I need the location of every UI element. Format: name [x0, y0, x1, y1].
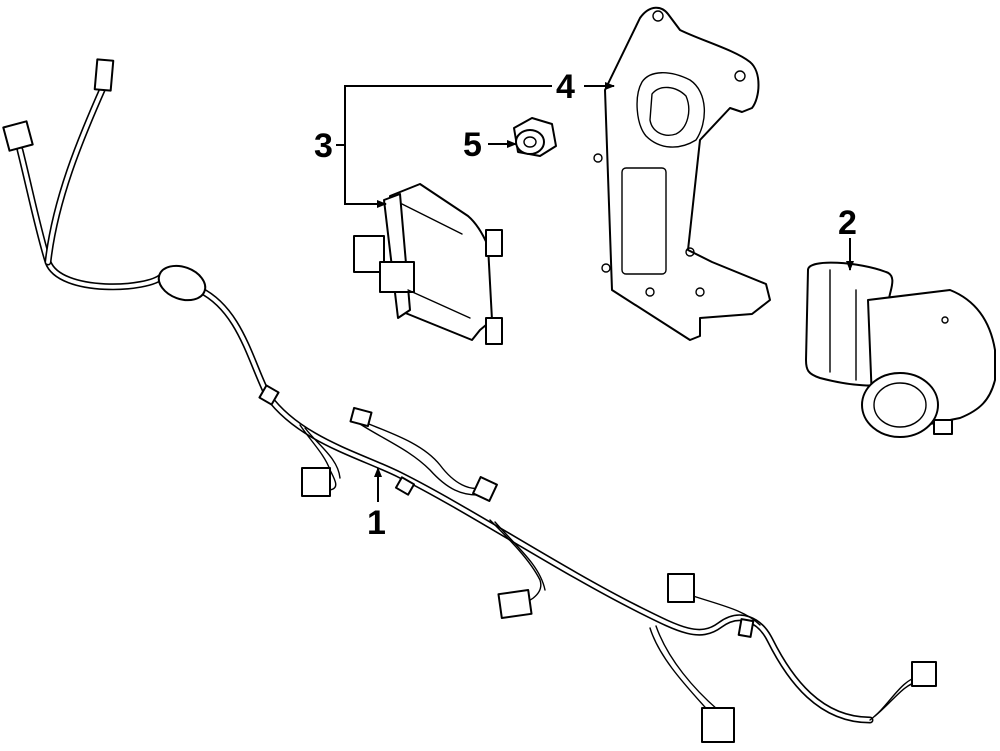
mounting-bracket: [593, 6, 771, 341]
callout-1-label: 1: [367, 504, 386, 542]
control-module: [353, 183, 503, 345]
leader-lines: [336, 82, 854, 502]
callout-4-label: 4: [556, 68, 575, 106]
wiring-harness: [2, 58, 937, 743]
callout-3-label: 3: [314, 127, 333, 165]
callout-2-label: 2: [838, 204, 857, 242]
parking-sensor: [805, 261, 996, 438]
callout-5-label: 5: [463, 126, 482, 164]
leader-3-upper: [344, 85, 552, 145]
leader-3-lower: [344, 145, 387, 208]
nut: [513, 117, 557, 157]
